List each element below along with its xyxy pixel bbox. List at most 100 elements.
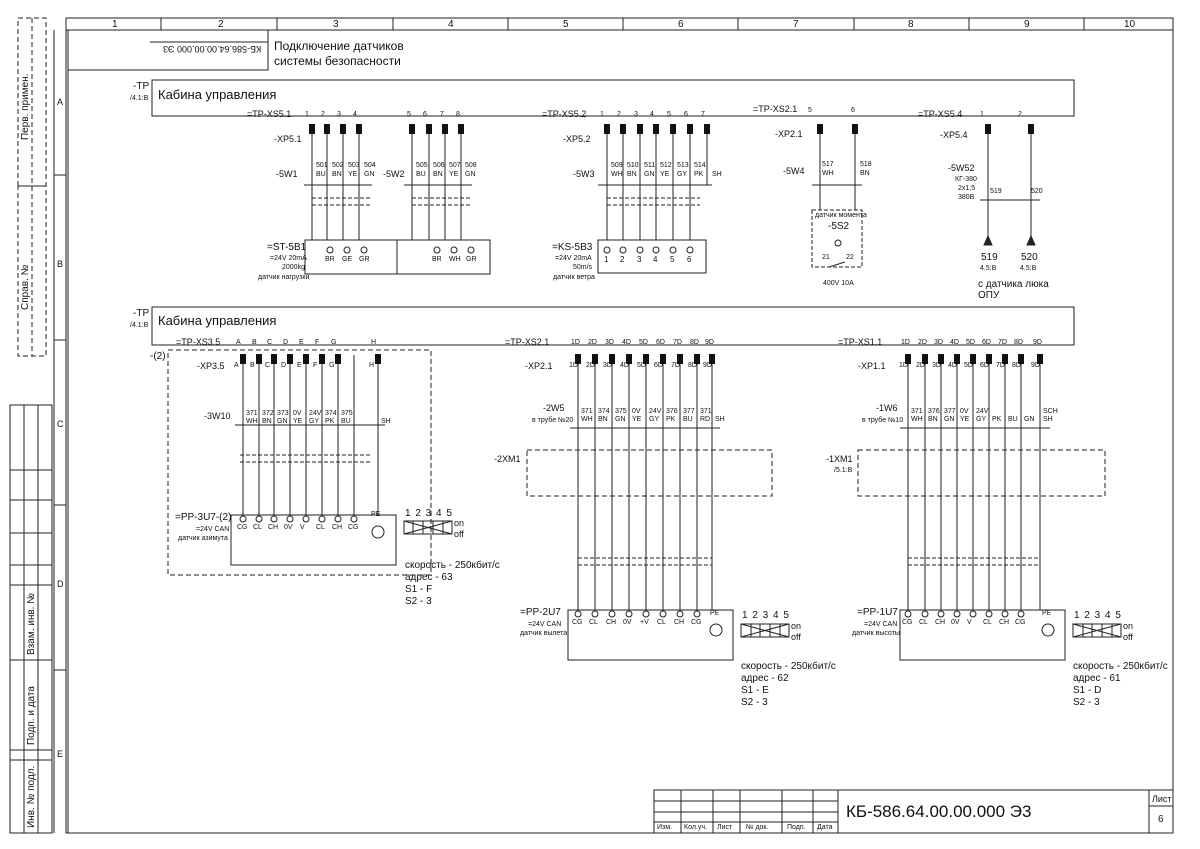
st5b1-pin2-br: BR <box>432 256 442 263</box>
5w52-label: -5W52 <box>948 163 975 173</box>
sidebar-perv-primen: Перв. примен. <box>20 73 31 140</box>
g2-pin2-7D: 7D <box>671 362 680 369</box>
g2-wire-6: 377 <box>683 408 695 415</box>
g1-wires <box>235 355 385 515</box>
term-519-ref: 4.5:B <box>980 265 997 272</box>
g3-term-3: 0V <box>951 619 960 626</box>
g2-wire-1: 374 <box>598 408 610 415</box>
g2-pin2-8D: 8D <box>688 362 697 369</box>
wire-517: 517 <box>822 161 834 168</box>
col-3: 3 <box>333 19 339 30</box>
g3-pin2-9D: 9D <box>1031 362 1040 369</box>
wire-sh-color: SH <box>712 171 722 178</box>
ks5b3-pin-1: 1 <box>604 255 609 264</box>
wire-508: 508 <box>465 162 477 169</box>
wire-513: 513 <box>677 162 689 169</box>
g3-wire-2: 377 <box>944 408 956 415</box>
xs54-label: =TP-XS5.4 <box>918 109 963 119</box>
sidebar-sprav-no: Справ. № <box>20 264 31 310</box>
g3-pin-8D: 8D <box>1014 339 1023 346</box>
g3-wire-color-7: GN <box>1024 416 1035 423</box>
xp52-label: -XP5.2 <box>563 134 591 144</box>
stamp-sheet-number: 6 <box>1158 814 1164 825</box>
wire-517-color: WH <box>822 170 834 177</box>
5w1-label: -5W1 <box>276 169 298 179</box>
g2-wire-color-7: RD <box>700 416 711 423</box>
g2-wire-color-4: GY <box>649 416 660 423</box>
g2-wire-4: 24V <box>649 408 662 415</box>
g1-term-7: CG <box>348 524 359 531</box>
sidebar-inv-podl: Инв. № подл. <box>26 765 37 828</box>
wire-507: 507 <box>449 162 461 169</box>
col-5: 5 <box>563 19 569 30</box>
g3-pin2-7D: 7D <box>996 362 1005 369</box>
s2-desc: датчик момента <box>815 212 867 219</box>
g3-wire-color-2: GN <box>944 416 955 423</box>
dip2-off: off <box>791 632 801 642</box>
drawing-frame <box>65 17 1174 834</box>
g1-speed: скорость - 250кбит/с <box>405 560 500 571</box>
g3-addr: адрес - 61 <box>1073 673 1121 684</box>
term-520-ref: 4.5:B <box>1020 265 1037 272</box>
g3-pin-9D: 9D <box>1033 339 1042 346</box>
5w3-label: -5W3 <box>573 169 595 179</box>
s2-box-code: -TP <box>133 308 150 319</box>
xs51-pin-2: 2 <box>321 111 325 118</box>
wire-502-color: BN <box>332 171 342 178</box>
g2-wire-color-6: BU <box>683 416 693 423</box>
g3-pin2-1D: 1D <box>899 362 908 369</box>
g3-wire-color-4: GY <box>976 416 987 423</box>
g2-pin2-5D: 5D <box>637 362 646 369</box>
g2-term-6: CH <box>674 619 685 626</box>
xs35-label: =TP-XS3.5 <box>176 337 221 347</box>
ks5b3-spec2: 50m/s <box>573 264 593 271</box>
g2-wire-color-1: BN <box>598 416 608 423</box>
dip1-on: on <box>454 518 465 528</box>
ks5b3-box <box>597 239 707 274</box>
g1-term-5: CL <box>316 524 325 531</box>
g3-s1: S1 - D <box>1073 685 1102 696</box>
col-2: 2 <box>218 19 224 30</box>
g2-speed: скорость - 250кбит/с <box>741 661 836 672</box>
g3-wire-4: 24V <box>976 408 989 415</box>
pp2u7-name: =PP-2U7 <box>520 607 561 618</box>
stamp-col-doc: № док. <box>746 824 769 831</box>
g3-pin-7D: 7D <box>998 339 1007 346</box>
g2-pin-7D: 7D <box>673 339 682 346</box>
ks5b3-pin-3: 3 <box>637 255 642 264</box>
5w2-label: -5W2 <box>383 169 405 179</box>
g2-term-7: CG <box>691 619 702 626</box>
2xm1-box <box>526 449 773 497</box>
g3-wire-3: 0V <box>960 408 969 415</box>
stamp-sheet-label: Лист <box>1152 794 1172 804</box>
g2-wire-color-2: GN <box>615 416 626 423</box>
g1-pin2-G: G <box>329 362 335 369</box>
g1-term-1: CL <box>253 524 262 531</box>
g3-pin-1D: 1D <box>901 339 910 346</box>
st5b1-name: =ST-5B1 <box>267 242 307 253</box>
g2-wire-0: 371 <box>581 408 593 415</box>
dip1-numbers: 1 2 3 4 5 <box>405 508 453 519</box>
g1-wire-color-3: YE <box>293 418 303 425</box>
wire-520: 520 <box>1031 188 1043 195</box>
row-c: C <box>57 419 64 429</box>
dip2-on: on <box>791 621 802 631</box>
g2-pin-4D: 4D <box>622 339 631 346</box>
sidebar-vzam-inv: Взам. инв. № <box>26 593 37 655</box>
g1-wire-4: 24V <box>309 410 322 417</box>
row-b: B <box>57 259 64 269</box>
wire-501: 501 <box>316 162 328 169</box>
g3-speed: скорость - 250кбит/с <box>1073 661 1168 672</box>
row-a: A <box>57 97 64 107</box>
xs21-pin-6: 6 <box>851 107 855 114</box>
g1-pin-A: A <box>236 339 241 346</box>
g3-pin2-4D: 4D <box>948 362 957 369</box>
xp11-label: -XP1.1 <box>858 361 886 371</box>
ks5b3-pin-5: 5 <box>670 255 675 264</box>
row-e: E <box>57 749 64 759</box>
g1-pin-G: G <box>331 339 337 346</box>
xs51-pin-5: 5 <box>407 111 411 118</box>
g2-pin-1D: 1D <box>571 339 580 346</box>
g3-wire-8: SCH <box>1043 408 1058 415</box>
st5b1-box-right <box>396 239 491 275</box>
